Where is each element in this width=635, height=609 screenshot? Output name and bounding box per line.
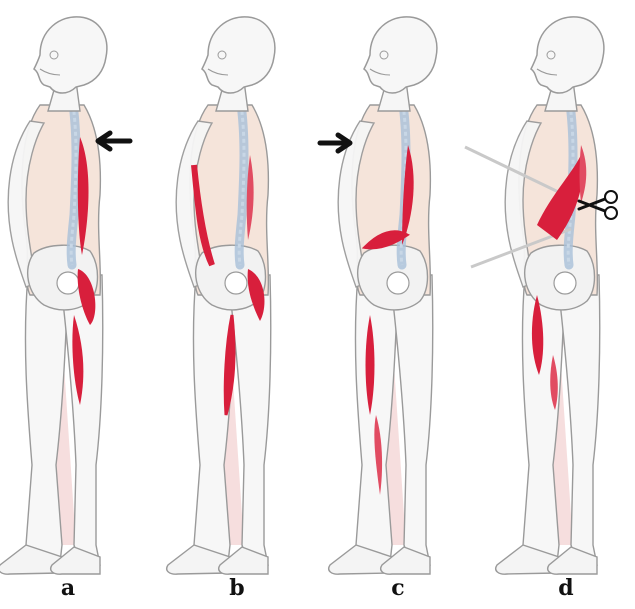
figure-a <box>0 17 130 574</box>
panel-label-a: a <box>48 576 88 600</box>
figure-c-arrow <box>320 135 350 151</box>
figure-b <box>167 17 275 574</box>
figure-c <box>320 17 437 574</box>
figure-d <box>465 17 617 574</box>
figure-a-arrow <box>98 133 130 149</box>
panel-label-d: d <box>546 576 586 600</box>
panel-label-b: b <box>217 576 257 600</box>
panel-label-c: c <box>378 576 418 600</box>
